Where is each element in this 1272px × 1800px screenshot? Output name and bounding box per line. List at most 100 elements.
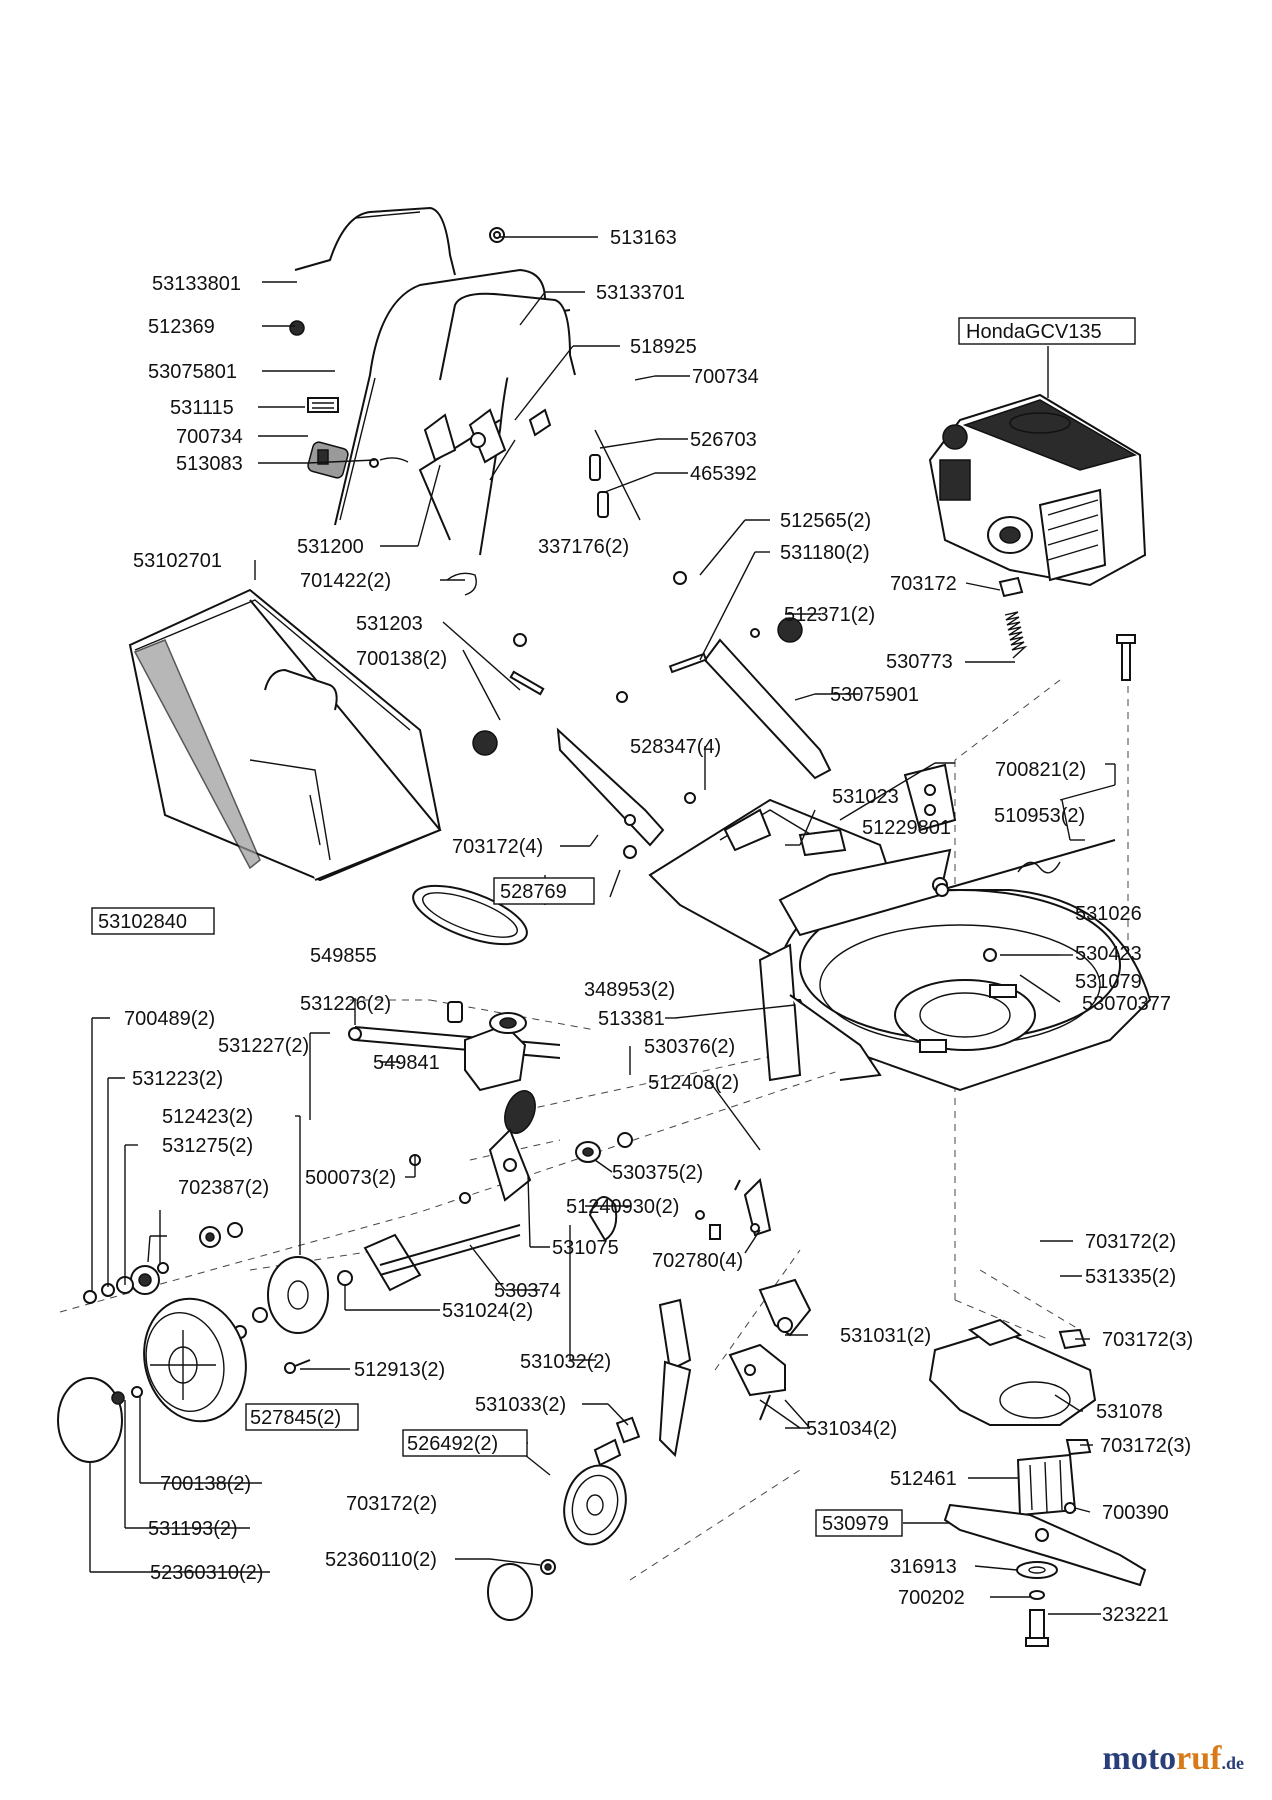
boxed-label-frames bbox=[91, 317, 1136, 1537]
label-512408: 512408(2) bbox=[648, 1072, 739, 1094]
label-702387: 702387(2) bbox=[178, 1177, 269, 1199]
leader-lines bbox=[89, 236, 1116, 1615]
label-526703: 526703 bbox=[690, 429, 757, 451]
label-513381: 513381 bbox=[598, 1008, 665, 1030]
part-number-labels: 513163 53133801 53133701 512369 53075801… bbox=[98, 227, 1193, 1626]
label-53133801: 53133801 bbox=[152, 273, 241, 295]
label-531031: 531031(2) bbox=[840, 1325, 931, 1347]
label-700489: 700489(2) bbox=[124, 1008, 215, 1030]
label-531226: 531226(2) bbox=[300, 993, 391, 1015]
handle-clamps bbox=[289, 227, 552, 596]
label-526492: 526492(2) bbox=[407, 1433, 498, 1455]
label-512369: 512369 bbox=[148, 316, 215, 338]
label-53102840: 53102840 bbox=[98, 911, 187, 933]
brand-watermark: motoruf.de bbox=[1103, 1740, 1244, 1778]
front-wheel bbox=[487, 1464, 627, 1621]
label-700734-left: 700734 bbox=[176, 426, 243, 448]
front-axle-brackets bbox=[588, 1177, 812, 1467]
label-513163: 513163 bbox=[610, 227, 677, 249]
label-530374: 530374 bbox=[494, 1280, 561, 1302]
gearbox-assembly bbox=[348, 1001, 633, 1204]
label-52360110: 52360110(2) bbox=[325, 1549, 437, 1571]
label-530423: 530423 bbox=[1075, 943, 1142, 965]
mower-deck bbox=[758, 763, 1152, 1092]
label-513083: 513083 bbox=[176, 453, 243, 475]
label-528347: 528347(4) bbox=[630, 736, 721, 758]
label-531078: 531078 bbox=[1096, 1401, 1163, 1423]
rear-wheel bbox=[57, 1297, 311, 1463]
label-512423: 512423(2) bbox=[162, 1106, 253, 1128]
label-531180: 531180(2) bbox=[780, 542, 870, 564]
label-528769: 528769 bbox=[500, 881, 567, 903]
engine-model-label: HondaGCV135 bbox=[966, 321, 1102, 343]
blade-assembly bbox=[928, 1318, 1147, 1647]
brand-part-tld: .de bbox=[1221, 1753, 1245, 1773]
safety-bail-lever bbox=[439, 292, 641, 521]
label-527845: 527845(2) bbox=[250, 1407, 341, 1429]
label-531335: 531335(2) bbox=[1085, 1266, 1176, 1288]
label-512565: 512565(2) bbox=[780, 510, 871, 532]
label-703172-frontwheel: 703172(2) bbox=[346, 1493, 437, 1515]
drive-belt bbox=[412, 884, 528, 946]
label-531075: 531075 bbox=[552, 1237, 619, 1259]
label-323221: 323221 bbox=[1102, 1604, 1169, 1626]
label-530376: 530376(2) bbox=[644, 1036, 735, 1058]
height-adjust-rod bbox=[935, 839, 1116, 897]
label-531227: 531227(2) bbox=[218, 1035, 309, 1057]
label-530375: 530375(2) bbox=[612, 1162, 703, 1184]
label-531032: 531032(2) bbox=[520, 1351, 611, 1373]
label-348953: 348953(2) bbox=[584, 979, 675, 1001]
label-700734-right: 700734 bbox=[692, 366, 759, 388]
label-53102701: 53102701 bbox=[133, 550, 222, 572]
label-51229801: 51229801 bbox=[862, 817, 951, 839]
rear-drive-gears bbox=[83, 1222, 243, 1304]
top-grip-bar bbox=[294, 206, 456, 276]
brand-part-moto: moto bbox=[1102, 1740, 1177, 1777]
label-703172-engine: 703172 bbox=[890, 573, 957, 595]
label-531033: 531033(2) bbox=[475, 1394, 566, 1416]
label-512371: 512371(2) bbox=[784, 604, 875, 626]
label-701422: 701422(2) bbox=[300, 570, 391, 592]
label-531034: 531034(2) bbox=[806, 1418, 897, 1440]
label-512461: 512461 bbox=[890, 1468, 957, 1490]
label-700390: 700390 bbox=[1102, 1502, 1169, 1524]
label-531023: 531023 bbox=[832, 786, 899, 808]
label-530979: 530979 bbox=[822, 1513, 889, 1535]
label-703172-adapter: 703172(3) bbox=[1102, 1329, 1193, 1351]
brand-part-ruf: ruf bbox=[1176, 1740, 1222, 1777]
label-531275: 531275(2) bbox=[162, 1135, 253, 1157]
label-53070377: 53070377 bbox=[1082, 993, 1171, 1015]
label-531115: 531115 bbox=[170, 397, 234, 419]
label-531026: 531026 bbox=[1075, 903, 1142, 925]
label-531203: 531203 bbox=[356, 613, 423, 635]
label-53133701: 53133701 bbox=[596, 282, 685, 304]
label-53075801: 53075801 bbox=[148, 361, 237, 383]
label-703172-struts: 703172(4) bbox=[452, 836, 543, 858]
label-703172-blade: 703172(3) bbox=[1100, 1435, 1191, 1457]
label-465392: 465392 bbox=[690, 463, 757, 485]
label-549841: 549841 bbox=[373, 1052, 440, 1074]
honda-engine bbox=[928, 393, 1147, 587]
wheel-pulley-disc bbox=[233, 1224, 521, 1339]
label-703172-deck: 703172(2) bbox=[1085, 1231, 1176, 1253]
label-512913: 512913(2) bbox=[354, 1359, 445, 1381]
label-510953: 510953(2) bbox=[994, 805, 1085, 827]
label-531200: 531200 bbox=[297, 536, 364, 558]
label-531079: 531079 bbox=[1075, 971, 1142, 993]
label-52360310: 52360310(2) bbox=[150, 1562, 263, 1584]
lower-handle-struts bbox=[472, 571, 832, 859]
label-530773: 530773 bbox=[886, 651, 953, 673]
label-700202: 700202 bbox=[898, 1587, 965, 1609]
label-700138-wheel: 700138(2) bbox=[160, 1473, 251, 1495]
label-500073: 500073(2) bbox=[305, 1167, 396, 1189]
label-53075901: 53075901 bbox=[830, 684, 919, 706]
label-700821: 700821(2) bbox=[995, 759, 1086, 781]
label-531024: 531024(2) bbox=[442, 1300, 533, 1322]
grass-catcher-bag bbox=[128, 588, 442, 882]
label-337176: 337176(2) bbox=[538, 536, 629, 558]
label-549855: 549855 bbox=[310, 945, 377, 967]
label-531193: 531193(2) bbox=[148, 1518, 238, 1540]
label-51240930: 51240930(2) bbox=[566, 1196, 679, 1218]
label-531223: 531223(2) bbox=[132, 1068, 223, 1090]
